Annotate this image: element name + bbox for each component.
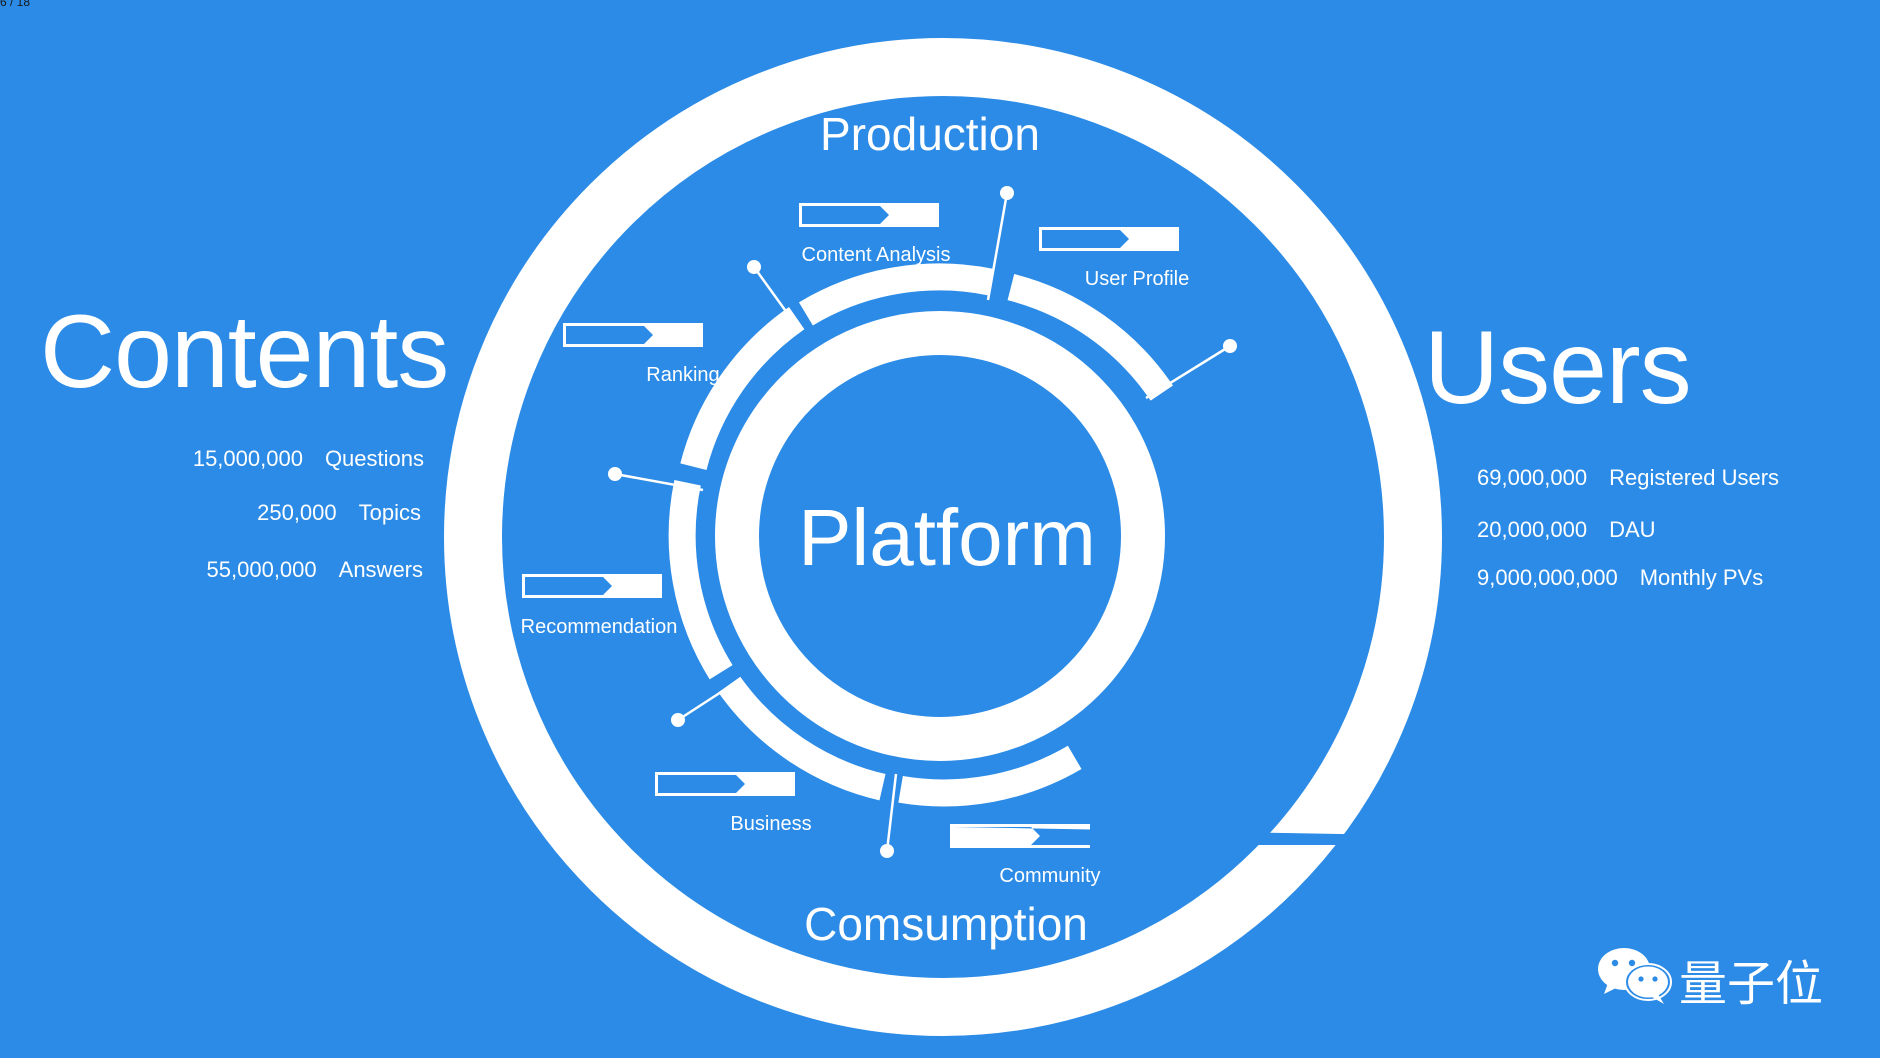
stat-label: Answers: [338, 557, 423, 582]
contents-stat-questions: 15,000,000 Questions: [193, 446, 424, 472]
platform-label: Platform: [798, 493, 1096, 582]
wechat-icon: [1598, 948, 1672, 1004]
stat-label: Registered Users: [1609, 465, 1780, 490]
module-community: Community: [999, 865, 1100, 887]
module-user-profile: User Profile: [1085, 268, 1189, 290]
users-stat-registered: 69,000,000 Registered Users: [1477, 465, 1779, 491]
production-label: Production: [820, 108, 1040, 160]
stat-label: Questions: [324, 446, 424, 471]
module-ranking: Ranking: [646, 364, 719, 386]
arc-ranking: [680, 307, 805, 471]
arc-community: [898, 745, 1082, 807]
module-arcs: [668, 263, 1173, 807]
arc-recommendation: [668, 479, 733, 680]
stat-label: Topics: [358, 500, 421, 525]
bar-content-analysis: [799, 203, 939, 227]
stat-label: DAU: [1609, 517, 1656, 542]
stat-value: 69,000,000: [1477, 465, 1588, 490]
bar-community: [950, 824, 1880, 848]
progress-bars: [522, 203, 1880, 848]
arc-user-profile: [1007, 274, 1173, 401]
module-recommendation: Recommendation: [521, 616, 678, 638]
outer-ring: [444, 38, 1442, 1036]
bar-recommendation: [522, 574, 662, 598]
brand-name: 量子位: [1679, 956, 1824, 1012]
stat-value: 250,000: [257, 500, 337, 525]
stat-value: 9,000,000,000: [1477, 565, 1618, 590]
page-counter: 6 / 18: [0, 0, 31, 9]
users-stat-dau: 20,000,000 DAU: [1477, 517, 1656, 543]
module-business: Business: [730, 813, 811, 835]
bar-user-profile: [1039, 227, 1179, 251]
contents-stat-topics: 250,000 Topics: [257, 500, 421, 526]
connector-lines: [614, 192, 1231, 852]
module-content-analysis: Content Analysis: [802, 244, 951, 266]
connector-dots: [608, 186, 1237, 858]
users-title: Users: [1424, 310, 1692, 426]
stat-value: 20,000,000: [1477, 517, 1588, 542]
bar-ranking: [563, 323, 703, 347]
users-stat-pvs: 9,000,000,000 Monthly PVs: [1477, 565, 1763, 591]
stat-value: 15,000,000: [192, 446, 303, 471]
consumption-label: Comsumption: [804, 898, 1088, 950]
platform-ring: [715, 311, 1165, 761]
stat-label: Monthly PVs: [1639, 565, 1764, 590]
contents-title: Contents: [40, 294, 449, 410]
bar-business: [655, 772, 795, 796]
stat-value: 55,000,000: [206, 557, 317, 582]
contents-stat-answers: 55,000,000 Answers: [207, 557, 423, 583]
arc-business: [718, 676, 886, 801]
arc-content-analysis: [798, 263, 994, 326]
